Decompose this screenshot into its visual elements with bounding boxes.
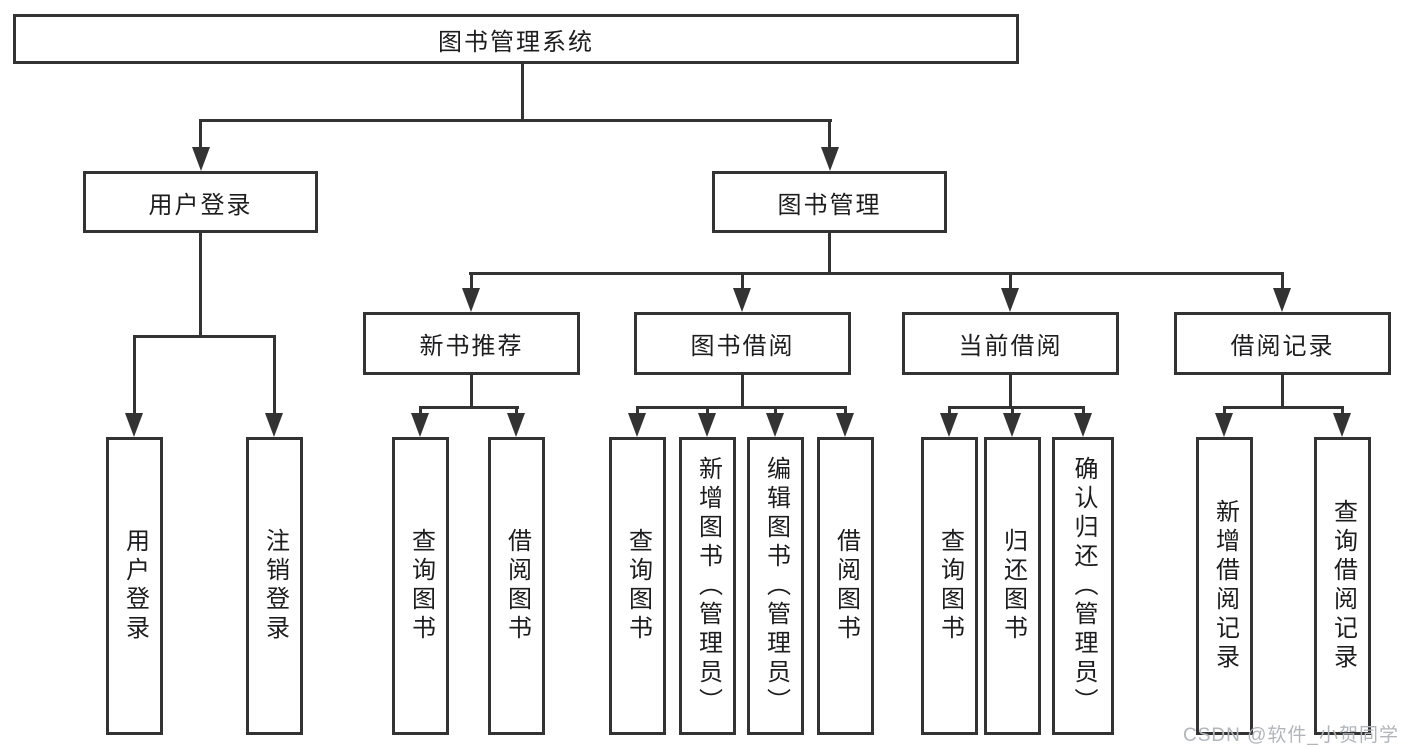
connector-drop-leaf: [636, 406, 639, 415]
arrow-down-icon: [192, 147, 210, 171]
watermark: CSDN @软件_小贺同学: [1183, 725, 1399, 746]
branch-label: 图书借阅: [690, 333, 795, 360]
arrow-down-icon: [1215, 413, 1233, 437]
leaf-label: 编辑图书（管理员）: [762, 455, 790, 717]
branch-label: 新书推荐: [419, 333, 524, 360]
leaf-confirm-return-admin: 确认归还（管理员）: [1052, 437, 1114, 735]
leaf-label: 查询图书: [936, 528, 964, 644]
leaf-label: 查询图书: [624, 528, 652, 644]
connector-drop-leaf: [706, 406, 709, 415]
leaf-label: 查询图书: [407, 528, 435, 644]
connector-drop-login: [199, 119, 202, 150]
arrow-down-icon: [1001, 288, 1019, 312]
connector-login-trunk: [199, 233, 202, 338]
leaf-borrow-books: 借阅图书: [817, 437, 874, 735]
arrow-down-icon: [1074, 413, 1092, 437]
connector-branch-crossbar: [948, 406, 1085, 409]
connector-drop-branch: [470, 272, 473, 290]
arrow-down-icon: [628, 413, 646, 437]
arrow-down-icon: [1273, 288, 1291, 312]
leaf-logout: 注销登录: [246, 437, 303, 735]
connector-drop-leaf: [774, 406, 777, 415]
leaf-label: 借阅图书: [503, 528, 531, 644]
leaf-label: 新增借阅记录: [1211, 499, 1239, 673]
node-current-borrowing: 当前借阅: [902, 312, 1119, 375]
connector-drop-branch: [1009, 272, 1012, 290]
connector-drop-leaf: [133, 335, 136, 414]
arrow-down-icon: [766, 413, 784, 437]
leaf-label: 归还图书: [999, 528, 1027, 644]
connector-management-crossbar: [469, 272, 1284, 275]
leaf-add-borrow-record: 新增借阅记录: [1196, 437, 1253, 735]
leaf-label: 新增图书（管理员）: [694, 455, 722, 717]
connector-drop-branch: [741, 272, 744, 290]
connector-drop-leaf: [1082, 406, 1085, 415]
node-user-login-label: 用户登录: [148, 191, 253, 219]
connector-branch-trunk: [1009, 375, 1012, 406]
connector-branch-crossbar: [636, 406, 847, 409]
leaf-return-book: 归还图书: [984, 437, 1041, 735]
connector-drop-leaf: [419, 406, 422, 415]
arrow-down-icon: [1333, 413, 1351, 437]
leaf-label: 确认归还（管理员）: [1070, 455, 1097, 717]
arrow-down-icon: [836, 413, 854, 437]
leaf-query-borrow-record: 查询借阅记录: [1314, 437, 1371, 735]
connector-root-crossbar: [199, 119, 832, 122]
leaf-query-books: 查询图书: [921, 437, 978, 735]
node-book-borrowing: 图书借阅: [634, 312, 851, 375]
connector-drop-leaf: [515, 406, 518, 415]
connector-drop-leaf: [1011, 406, 1014, 415]
connector-branch-trunk: [470, 375, 473, 406]
arrow-down-icon: [265, 413, 283, 437]
connector-drop-management: [828, 119, 831, 150]
node-new-book-recommendation: 新书推荐: [363, 312, 580, 375]
leaf-query-books: 查询图书: [609, 437, 666, 735]
leaf-label: 借阅图书: [832, 528, 860, 644]
leaf-user-login: 用户登录: [106, 437, 163, 735]
leaf-edit-book-admin: 编辑图书（管理员）: [747, 437, 804, 735]
connector-branch-crossbar: [1223, 406, 1344, 409]
connector-drop-branch: [1281, 272, 1284, 290]
node-book-management-label: 图书管理: [777, 191, 882, 219]
arrow-down-icon: [821, 147, 839, 171]
connector-login-crossbar: [133, 335, 276, 338]
node-user-login: 用户登录: [83, 171, 318, 233]
connector-drop-leaf: [1223, 406, 1226, 415]
node-book-management: 图书管理: [712, 171, 947, 233]
connector-drop-leaf: [1341, 406, 1344, 415]
arrow-down-icon: [462, 288, 480, 312]
arrow-down-icon: [940, 413, 958, 437]
connector-drop-leaf: [273, 335, 276, 414]
leaf-label: 注销登录: [261, 528, 289, 644]
connector-branch-trunk: [741, 375, 744, 406]
branch-label: 当前借阅: [958, 333, 1063, 360]
arrow-down-icon: [1003, 413, 1021, 437]
connector-branch-trunk: [1281, 375, 1284, 406]
leaf-add-book-admin: 新增图书（管理员）: [679, 437, 736, 735]
arrow-down-icon: [733, 288, 751, 312]
leaf-borrow-books: 借阅图书: [488, 437, 545, 735]
connector-drop-leaf: [948, 406, 951, 415]
leaf-query-books: 查询图书: [392, 437, 449, 735]
connector-management-trunk: [828, 233, 831, 275]
arrow-down-icon: [507, 413, 525, 437]
arrow-down-icon: [698, 413, 716, 437]
leaf-label: 查询借阅记录: [1329, 499, 1357, 673]
node-borrowing-records: 借阅记录: [1174, 312, 1391, 375]
connector-drop-leaf: [844, 406, 847, 415]
arrow-down-icon: [411, 413, 429, 437]
arrow-down-icon: [125, 413, 143, 437]
connector-branch-crossbar: [419, 406, 519, 409]
node-root-label: 图书管理系统: [438, 28, 594, 56]
leaf-label: 用户登录: [121, 528, 149, 644]
branch-label: 借阅记录: [1230, 333, 1335, 360]
node-root: 图书管理系统: [13, 14, 1019, 64]
connector-root-trunk: [521, 64, 524, 121]
